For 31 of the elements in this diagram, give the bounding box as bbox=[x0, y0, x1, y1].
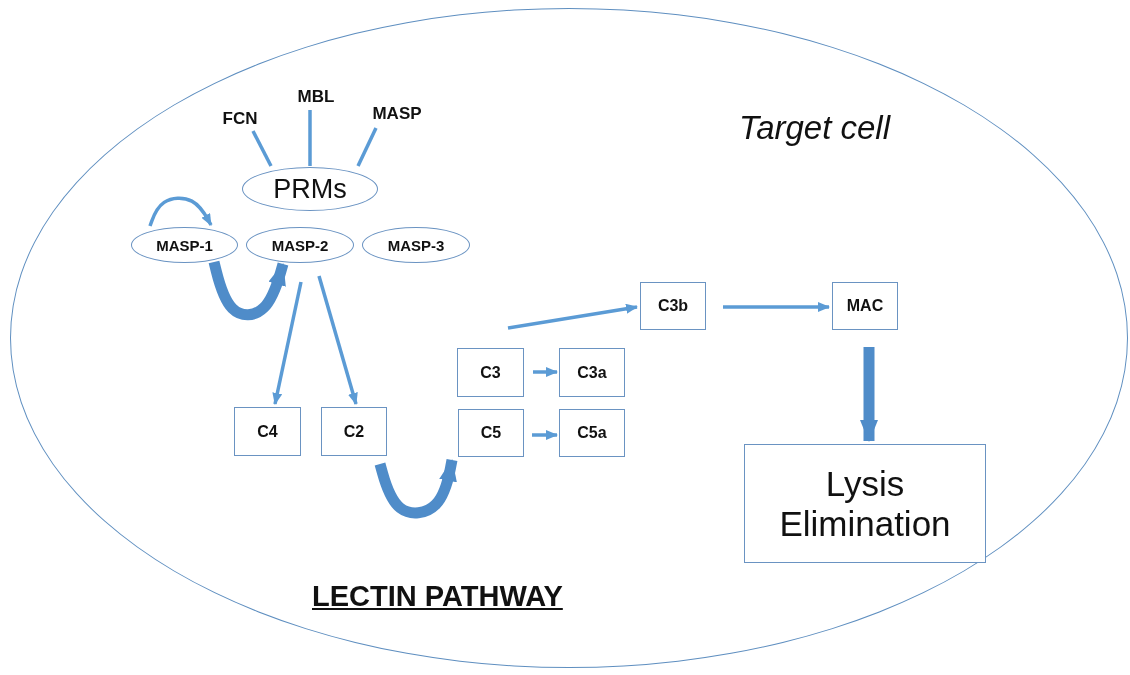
block-arrow bbox=[374, 458, 458, 519]
arrow bbox=[723, 302, 830, 312]
arrow bbox=[148, 196, 213, 227]
arrow bbox=[533, 367, 558, 377]
component-box: C4 bbox=[234, 407, 301, 456]
protein-label: MASP bbox=[365, 102, 429, 126]
block-arrow bbox=[208, 260, 289, 321]
cell-label: Target cell bbox=[739, 109, 891, 147]
arrow bbox=[317, 275, 358, 405]
protein-label: FCN bbox=[217, 107, 263, 131]
protease-ellipse: MASP-1 bbox=[131, 227, 238, 263]
component-box: MAC bbox=[832, 282, 898, 330]
component-box: C3a bbox=[559, 348, 625, 397]
protease-ellipse: MASP-2 bbox=[246, 227, 354, 263]
connector-line bbox=[251, 130, 273, 167]
component-box: C3b bbox=[640, 282, 706, 330]
component-box: C5a bbox=[559, 409, 625, 457]
arrow bbox=[507, 303, 638, 330]
connector-line bbox=[356, 127, 378, 167]
block-arrow bbox=[860, 347, 878, 442]
receptor-ellipse: PRMs bbox=[242, 167, 378, 211]
protein-label: MBL bbox=[291, 85, 341, 109]
diagram-title: LECTIN PATHWAY bbox=[312, 580, 563, 613]
component-box: C5 bbox=[458, 409, 524, 457]
connector-line bbox=[308, 110, 312, 166]
outcome-box: Lysis Elimination bbox=[744, 444, 986, 563]
arrow bbox=[272, 281, 303, 405]
protease-ellipse: MASP-3 bbox=[362, 227, 470, 263]
component-box: C3 bbox=[457, 348, 524, 397]
arrow bbox=[532, 430, 558, 440]
component-box: C2 bbox=[321, 407, 387, 456]
